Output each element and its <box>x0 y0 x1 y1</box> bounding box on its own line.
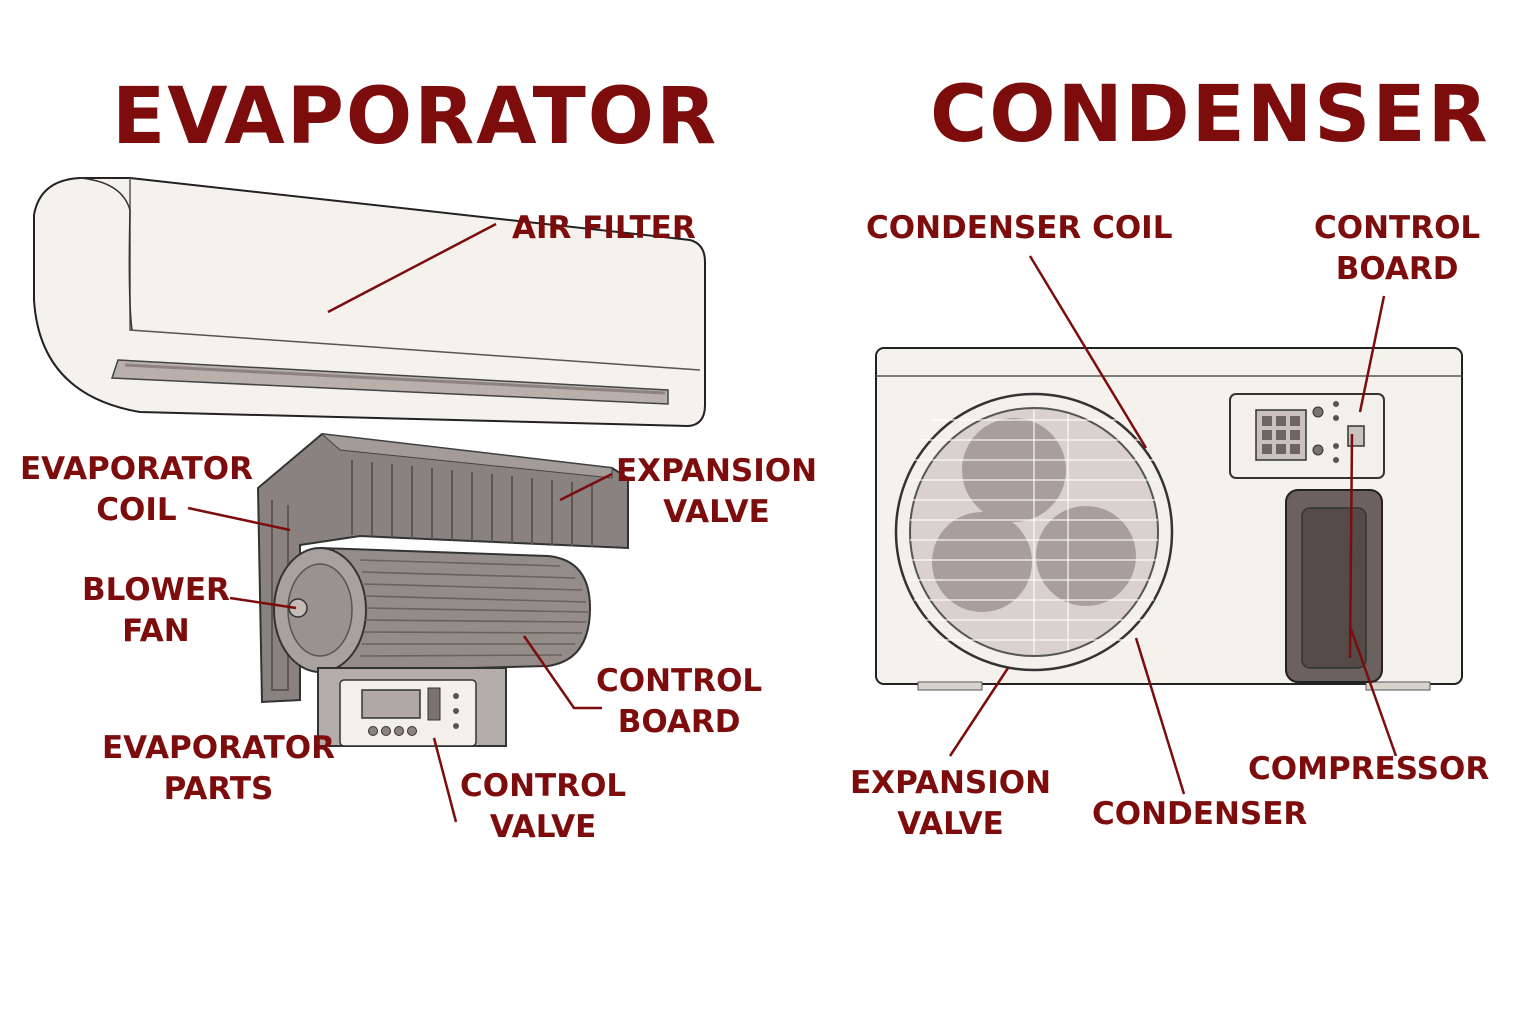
evaporator-leader-lines <box>187 222 613 823</box>
blower-fan-drum <box>273 546 592 674</box>
label-air-filter-text: AIR FILTER <box>512 210 696 246</box>
label-condenser-control-board: CONTROL BOARD <box>1314 208 1480 290</box>
label-line-2: COIL <box>96 492 177 528</box>
label-evaporator-coil: EVAPORATOR COIL <box>20 449 253 531</box>
label-line-2: FAN <box>122 613 190 649</box>
label-evaporator-control-board: CONTROL BOARD <box>596 661 762 743</box>
condenser-fan-grille <box>894 392 1174 672</box>
label-line-2: VALVE <box>663 494 770 530</box>
condenser-leader-lines <box>948 255 1398 795</box>
label-control-valve: CONTROL VALVE <box>460 766 626 848</box>
label-compressor-text: COMPRESSOR <box>1248 751 1490 787</box>
label-compressor: COMPRESSOR <box>1248 749 1489 790</box>
label-condenser-coil-text: CONDENSER COIL <box>866 210 1173 246</box>
label-line-1: CONTROL <box>596 663 763 699</box>
label-line-2: VALVE <box>489 809 597 845</box>
label-line-1: CONTROL <box>1314 210 1481 246</box>
condenser-title: CONDENSER <box>930 70 1490 160</box>
label-line-1: EXPANSION <box>850 765 1052 801</box>
label-line-2: VALVE <box>897 806 1004 842</box>
label-line-2: PARTS <box>163 771 274 807</box>
label-air-filter: AIR FILTER <box>512 208 696 249</box>
label-evaporator-parts: EVAPORATOR PARTS <box>102 728 335 810</box>
label-condenser-text: CONDENSER <box>1092 796 1308 832</box>
condenser-control-panel <box>1229 393 1385 479</box>
label-line-2: BOARD <box>617 704 741 740</box>
label-line-2: BOARD <box>1335 251 1459 287</box>
evaporator-coil-assembly <box>256 432 629 704</box>
label-blower-fan: BLOWER FAN <box>82 570 230 652</box>
label-condenser-expansion-valve: EXPANSION VALVE <box>850 763 1051 845</box>
label-condenser-coil: CONDENSER COIL <box>866 208 1172 249</box>
label-evaporator-expansion-valve: EXPANSION VALVE <box>616 451 817 533</box>
evaporator-title: EVAPORATOR <box>112 72 719 162</box>
label-line-1: EVAPORATOR <box>102 730 335 766</box>
compressor-cylinder <box>1285 489 1383 683</box>
indoor-wall-unit <box>33 177 706 428</box>
evaporator-control-box <box>317 667 507 747</box>
label-condenser: CONDENSER <box>1092 794 1307 835</box>
label-line-1: EVAPORATOR <box>20 451 253 487</box>
label-line-1: EXPANSION <box>616 453 818 489</box>
label-line-1: BLOWER <box>82 572 230 608</box>
label-line-1: CONTROL <box>460 768 627 804</box>
